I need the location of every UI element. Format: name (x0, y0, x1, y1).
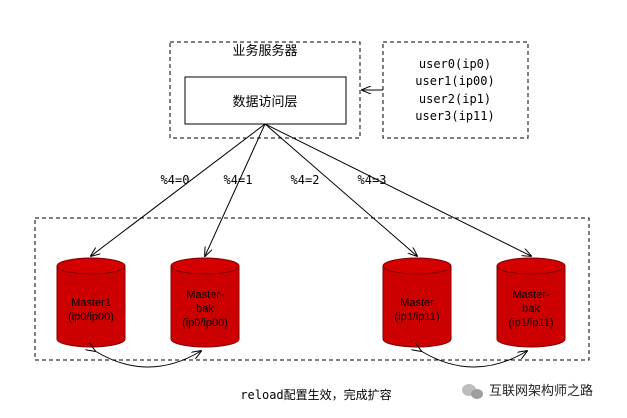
diagram-caption: reload配置生效，完成扩容 (240, 387, 391, 402)
wechat-icon (462, 384, 483, 399)
db-label: (ip0/ip00) (182, 317, 228, 329)
user-item: user1(ip00) (415, 74, 494, 88)
db-label: bak (522, 303, 540, 315)
db-label: Master- (186, 289, 224, 301)
database-cluster-box (34, 217, 590, 361)
route-arrow-2 (264, 123, 417, 256)
db-label: bak (196, 303, 214, 315)
watermark: 互联网架构师之路 (462, 383, 593, 399)
route-label-1: %4=1 (224, 173, 253, 187)
user-item: user2(ip1) (419, 92, 491, 106)
replication-arc-right (421, 351, 527, 368)
route-arrow-0 (91, 123, 266, 256)
database-master-bak-0: Master- bak (ip0/ip00) (170, 257, 240, 348)
database-master-2: Master (ip1/ip11) (382, 257, 452, 348)
route-arrow-3 (264, 123, 531, 256)
business-server-title: 业务服务器 (232, 43, 297, 59)
db-label: (ip0/ip00) (68, 311, 114, 323)
db-label: Master (400, 297, 434, 309)
route-label-0: %4=0 (161, 173, 190, 187)
database-master-bak-1: Master- bak (ip1/ip11) (496, 257, 566, 348)
watermark-text: 互联网架构师之路 (489, 383, 593, 399)
route-label-3: %4=3 (358, 173, 387, 187)
database-master1: Master1 (ip0/ip00) (56, 257, 126, 348)
data-access-layer-label: 数据访问层 (232, 95, 297, 110)
replication-arc-left (95, 351, 201, 368)
business-server-box (169, 41, 361, 139)
user-item: user0(ip0) (419, 57, 491, 71)
db-label: (ip1/ip11) (394, 311, 439, 323)
db-label: Master- (512, 289, 550, 301)
db-label: (ip1/ip11) (508, 317, 553, 329)
route-arrow-1 (205, 123, 266, 256)
route-label-2: %4=2 (291, 173, 320, 187)
db-label: Master1 (71, 297, 111, 309)
user-item: user3(ip11) (415, 109, 494, 123)
